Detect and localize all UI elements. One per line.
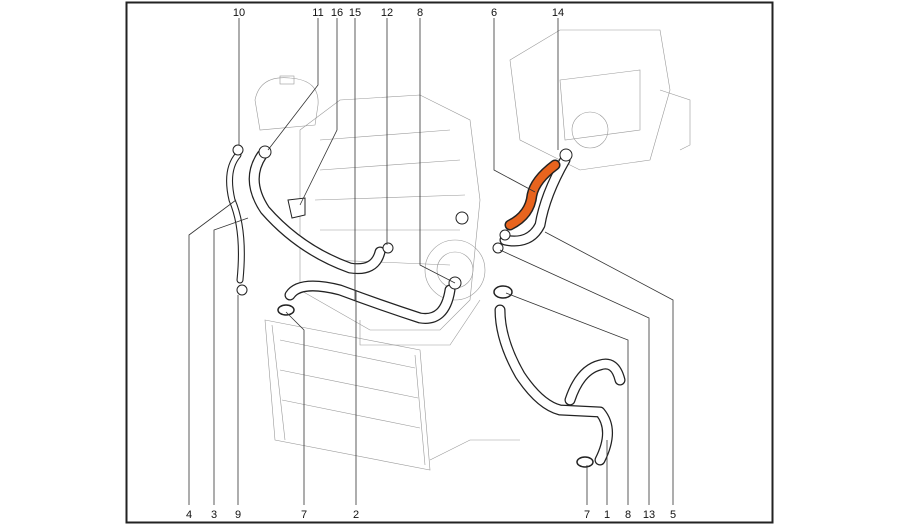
callout-16: 16	[331, 7, 343, 19]
callout-14: 14	[552, 7, 564, 19]
callout-8-bottom: 8	[625, 509, 631, 521]
diagram-frame	[125, 1, 774, 524]
callout-15: 15	[349, 7, 361, 19]
callout-5: 5	[670, 509, 676, 521]
callout-6: 6	[491, 7, 497, 19]
callout-7-right: 7	[584, 509, 590, 521]
leader-lines	[188, 18, 674, 505]
callout-12: 12	[381, 7, 393, 19]
highlighted-hose	[506, 161, 559, 229]
clamps	[232, 144, 594, 468]
callout-8-top: 8	[417, 7, 423, 19]
callout-4: 4	[186, 509, 192, 521]
heater-unit-sketch	[509, 29, 691, 171]
callout-7-left: 7	[301, 509, 307, 521]
callout-10: 10	[233, 7, 245, 19]
callout-9: 9	[235, 509, 241, 521]
callout-13: 13	[643, 509, 655, 521]
callout-1: 1	[604, 509, 610, 521]
callout-11: 11	[312, 7, 323, 19]
callout-2: 2	[353, 509, 359, 521]
callout-3: 3	[211, 509, 217, 521]
hoses	[226, 149, 626, 466]
expansion-tank-sketch	[254, 75, 319, 131]
radiator-sketch	[264, 319, 520, 471]
